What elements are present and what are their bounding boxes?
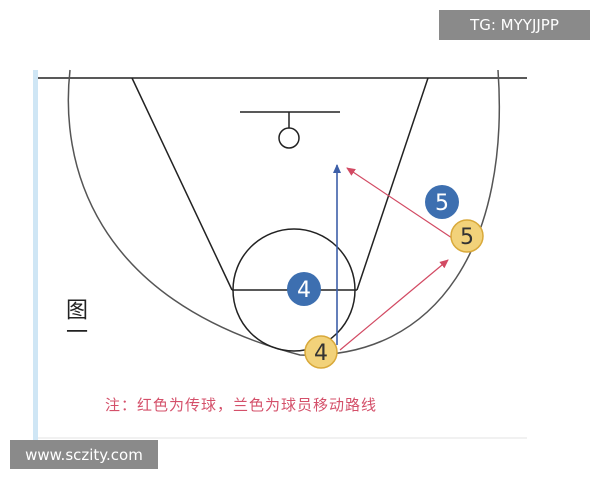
player-blue-4-number: 4 [297,278,311,303]
player-blue-5-number: 5 [435,191,449,216]
legend-note: 注：红色为传球，兰色为球员移动路线 [105,396,378,414]
free-throw-circle [232,228,356,352]
player-blue-5: 5 [425,185,459,219]
site-watermark: www.sczity.com [10,440,158,469]
rim [278,127,300,149]
player-yellow-4-number: 4 [314,341,328,366]
player-yellow-5-number: 5 [460,225,474,250]
figure-label: 图一 [62,298,87,342]
left-edge-strip [33,70,38,440]
three-point-arc [67,69,500,356]
player-blue-4: 4 [287,272,321,306]
lane-line-right [356,77,429,291]
lane-line-left [131,77,233,291]
pass-line-4-to-5 [339,259,449,351]
player-yellow-4: 4 [304,335,338,369]
telegram-watermark: TG: MYYJJPP [439,10,590,40]
player-yellow-5: 5 [450,219,484,253]
pass-line-5-to-4 [346,167,453,239]
